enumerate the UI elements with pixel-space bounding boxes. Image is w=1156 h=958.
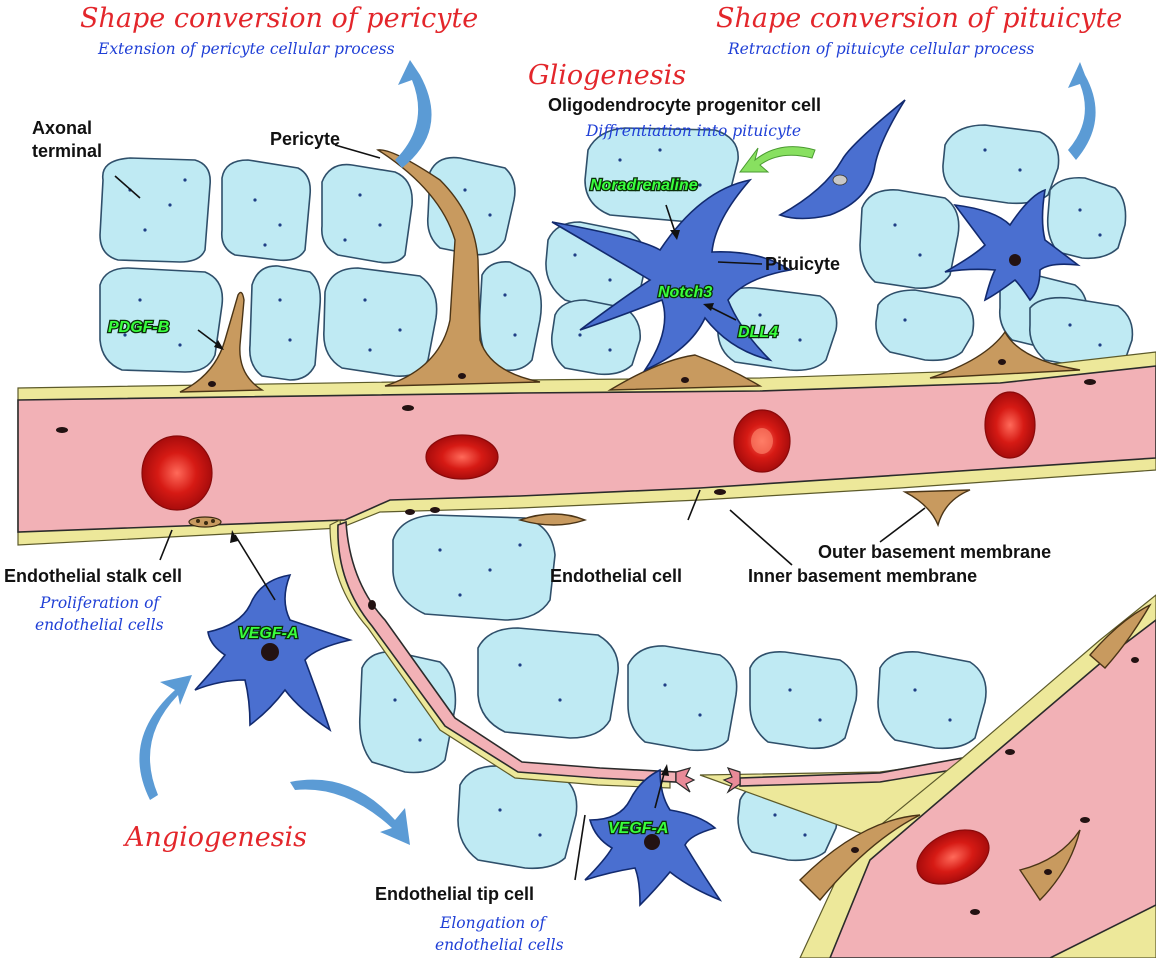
pituicyte-subtitle: Retraction of pituicyte cellular process [727, 40, 1034, 58]
curved-arrows [139, 60, 1096, 845]
stalk-subtitle-line2: endothelial cells [35, 616, 164, 634]
tip-subtitle-line2: endothelial cells [435, 936, 564, 954]
axonal-label-line1: Axonal [32, 118, 92, 138]
red-blood-cells [141, 391, 1036, 885]
pituicyte-title: Shape conversion of pituicyte [716, 3, 1122, 34]
pointer-lines [114, 144, 926, 881]
inner-bm-label: Inner basement membrane [748, 566, 977, 586]
pdgfb-label: PDGF-B [108, 319, 169, 336]
tip-cell-label: Endothelial tip cell [375, 884, 534, 904]
structure-labels: Axonal terminal Pericyte Oligodendrocyte… [4, 95, 1051, 954]
pituicyte-label: Pituicyte [765, 254, 840, 274]
axonal-terminals [99, 124, 1134, 870]
tip-cell-end [675, 767, 741, 794]
endothelial-nuclei [56, 379, 1139, 915]
opc-subtitle: Diffrentiation into pituicyte [585, 122, 801, 140]
angiogenesis-title: Angiogenesis [122, 822, 307, 853]
pericyte-label: Pericyte [270, 129, 340, 149]
notch3-label: Notch3 [658, 284, 712, 301]
gliogenesis-title: Gliogenesis [528, 60, 686, 91]
lower-right-vessel [699, 594, 1156, 958]
pericyte-title: Shape conversion of pericyte [80, 3, 478, 34]
molecule-labels: Noradrenaline Notch3 DLL4 PDGF-B VEGF-A … [107, 176, 780, 839]
outer-bm-label: Outer basement membrane [818, 542, 1051, 562]
opc-label: Oligodendrocyte progenitor cell [548, 95, 821, 115]
stalk-subtitle-line1: Proliferation of [39, 594, 162, 612]
main-blood-vessel [17, 351, 1156, 789]
tip-subtitle-line1: Elongation of [439, 914, 549, 932]
vesicle-dots [123, 148, 1102, 837]
glial-cells [194, 99, 1081, 907]
noradrenaline-label: Noradrenaline [590, 177, 698, 194]
dll4-label: DLL4 [738, 324, 778, 341]
endothelial-cell-label: Endothelial cell [550, 566, 682, 586]
header-texts: Shape conversion of pericyte Extension o… [80, 3, 1122, 853]
stalk-cell-nucleus [188, 516, 222, 528]
vegfa-label-2: VEGF-A [608, 820, 668, 837]
endothelial-stalk-label: Endothelial stalk cell [4, 566, 182, 586]
axonal-label-line2: terminal [32, 141, 102, 161]
vegfa-label-1: VEGF-A [238, 625, 298, 642]
pericyte-subtitle: Extension of pericyte cellular process [97, 40, 395, 58]
pericytes [179, 149, 1152, 902]
